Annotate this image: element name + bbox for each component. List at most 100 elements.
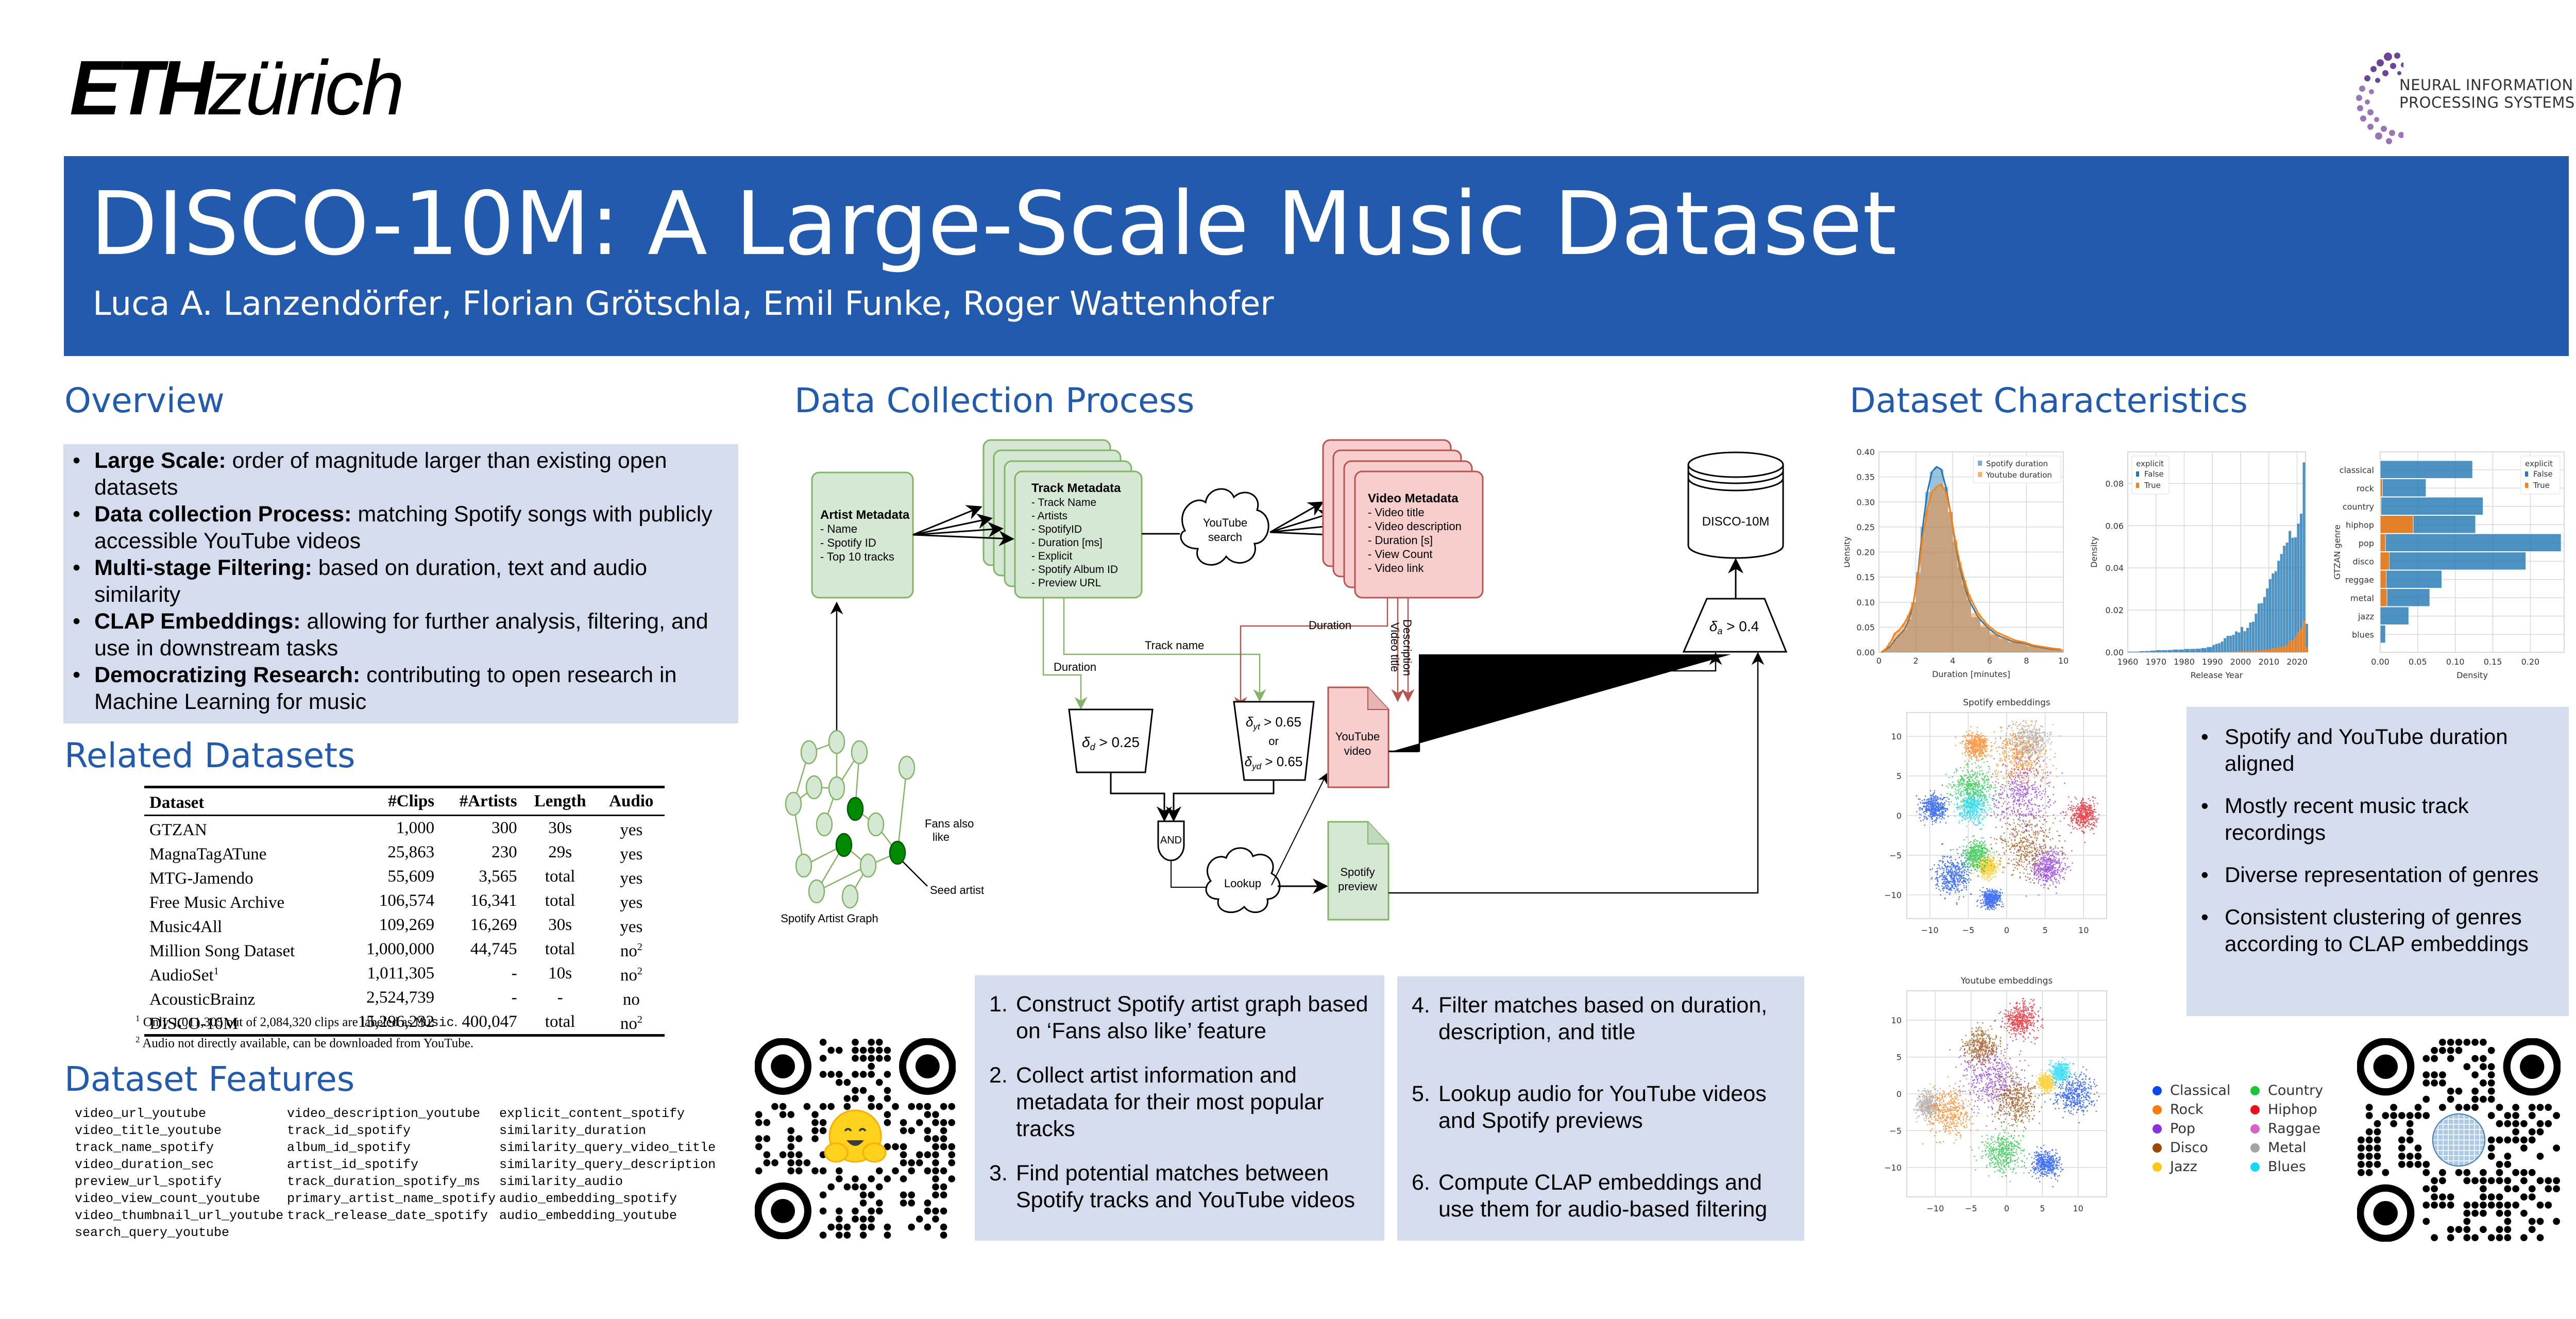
genre-bar-true <box>2380 515 2414 534</box>
qr-module <box>2553 1217 2560 1225</box>
qr-module <box>755 1143 762 1151</box>
qr-module <box>2439 1104 2446 1111</box>
feature-name: video_title_youtube <box>75 1123 222 1138</box>
year-bar-true <box>2255 650 2258 652</box>
legend-label: Metal <box>2268 1140 2307 1156</box>
step-text: Find potential matches between Spotify t… <box>1016 1161 1355 1212</box>
qr-module <box>2447 1087 2454 1095</box>
hist-bar <box>1962 584 1967 652</box>
qr-module <box>2480 1177 2487 1185</box>
feature-name: video_url_youtube <box>75 1106 207 1121</box>
huggingface-qr-code[interactable] <box>755 1038 956 1239</box>
legend-label: False <box>2144 469 2164 479</box>
qr-module <box>940 1183 947 1191</box>
step-item: 2.Collect artist information and metadat… <box>989 1062 1374 1142</box>
qr-module <box>940 1143 947 1151</box>
qr-module <box>819 1231 827 1239</box>
category-label: country <box>2343 502 2374 512</box>
artists-cell: 230 <box>492 843 517 861</box>
qr-module <box>2365 1128 2373 1136</box>
overview-item: CLAP Embeddings: allowing for further an… <box>73 608 738 662</box>
qr-module <box>787 1151 794 1158</box>
qr-module <box>924 1199 931 1207</box>
qr-module <box>2536 1234 2544 1241</box>
qr-module <box>940 1207 947 1215</box>
characteristic-item: Mostly recent music track recordings <box>2187 792 2569 846</box>
qr-module <box>2536 1202 2544 1209</box>
qr-module <box>932 1111 939 1118</box>
category-label: jazz <box>2358 612 2374 621</box>
hist-bar <box>1967 595 1971 652</box>
qr-module <box>2504 1112 2512 1119</box>
tick-label: −10 <box>1884 1163 1902 1173</box>
year-bar-false <box>2190 649 2195 652</box>
tick-label: 0.05 <box>2409 657 2427 667</box>
qr-module <box>2422 1055 2430 1062</box>
project-qr-code[interactable] <box>2357 1038 2561 1242</box>
qr-module <box>892 1103 899 1110</box>
tick-label: 0.08 <box>2105 479 2124 488</box>
qr-module <box>2390 1112 2397 1119</box>
qr-module <box>2463 1063 2471 1071</box>
track-box-item: - Spotify Album ID <box>1031 564 1118 576</box>
feature-name: track_id_spotify <box>287 1123 411 1138</box>
eth-zurich-logo: ETHzürich <box>70 44 404 131</box>
year-bar-true <box>2268 649 2272 652</box>
cluster-classical <box>1916 784 1950 826</box>
length-cell: 29s <box>548 843 572 861</box>
qr-module <box>948 1103 955 1110</box>
svg-text:δd > 0.25: δd > 0.25 <box>1082 734 1140 752</box>
qr-module <box>2365 1169 2373 1176</box>
legend-item-rock: Rock <box>2148 1100 2246 1119</box>
step-number: 5. <box>1412 1081 1430 1106</box>
qr-module <box>2480 1226 2487 1233</box>
table-footnotes: 1 Only 1,011,305 out of 2,084,320 clips … <box>135 1010 473 1052</box>
cluster-rock <box>1976 720 2058 814</box>
qr-module <box>908 1127 915 1135</box>
qr-module <box>811 1135 819 1142</box>
cluster-jazz <box>2031 1069 2061 1094</box>
artists-cell: 44,745 <box>470 940 517 958</box>
clips-cell: 1,011,305 <box>367 964 435 983</box>
tick-label: 0.05 <box>1856 622 1875 632</box>
hist-bar <box>2036 648 2045 652</box>
qr-module <box>2390 1120 2397 1127</box>
qr-module <box>940 1135 947 1142</box>
artist-box-item: - Top 10 tracks <box>820 550 894 563</box>
hist-bar <box>1939 469 1944 652</box>
qr-module <box>868 1046 875 1054</box>
year-bar-false <box>2241 627 2244 652</box>
qr-module <box>2480 1055 2487 1062</box>
qr-module <box>2390 1104 2397 1111</box>
hist-bar <box>1980 627 1990 652</box>
year-bar-true <box>2243 651 2246 652</box>
qr-module <box>771 1159 778 1166</box>
video-box-title: Video Metadata <box>1368 492 1459 505</box>
feature-name: track_name_spotify <box>75 1140 214 1155</box>
qr-module <box>2439 1071 2446 1078</box>
qr-module <box>811 1119 819 1126</box>
qr-module <box>884 1095 891 1102</box>
qr-module <box>940 1223 947 1231</box>
qr-module <box>2398 1144 2405 1152</box>
legend-label: True <box>2533 481 2550 490</box>
tick-label: 0.15 <box>2484 657 2502 667</box>
qr-module <box>763 1159 771 1166</box>
dataset-name: AcousticBrainz <box>149 990 256 1009</box>
qr-module <box>2398 1153 2405 1160</box>
and-gate: AND <box>1157 820 1185 861</box>
table-header: #Clips <box>334 787 440 816</box>
qr-module <box>908 1103 915 1110</box>
qr-module <box>2536 1217 2544 1225</box>
hist-bar <box>1939 484 1944 652</box>
hist-bar <box>1967 599 1971 652</box>
overview-item: Data collection Process: matching Spotif… <box>73 501 738 554</box>
qr-module <box>779 1111 787 1118</box>
qr-module <box>884 1055 891 1062</box>
qr-module <box>884 1143 891 1151</box>
qr-module <box>2487 1095 2495 1103</box>
genre-bar-false <box>2380 479 2427 497</box>
